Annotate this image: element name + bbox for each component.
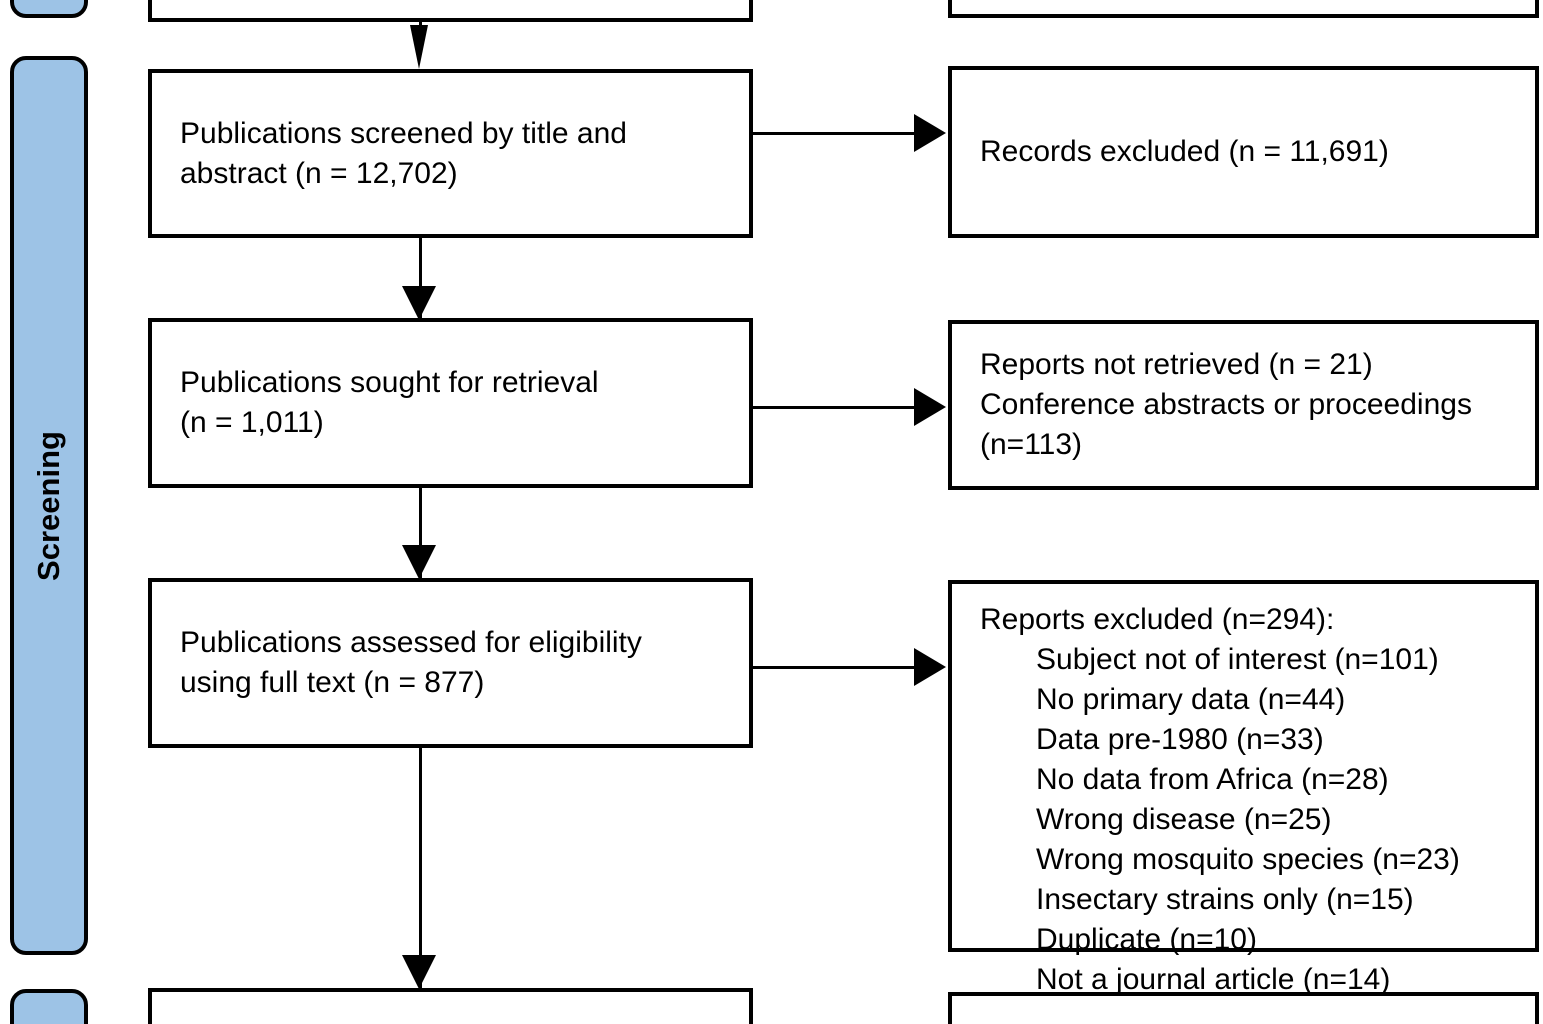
box-publications-assessed-line1: Publications assessed for eligibility (180, 626, 642, 659)
box-publications-sought: Publications sought for retrieval (n = 1… (148, 318, 753, 488)
box-records-excluded: Records excluded (n = 11,691) (948, 66, 1539, 238)
box-identification-left-partial (148, 0, 753, 22)
list-item: No data from Africa (n=28) (1036, 763, 1389, 796)
box-reports-excluded: Reports excluded (n=294): Subject not of… (948, 580, 1539, 996)
box-reports-not-retrieved: Reports not retrieved (n = 21) Conferenc… (948, 320, 1539, 490)
box-reports-not-retrieved-line3: (n=113) (980, 428, 1083, 461)
box-reports-excluded-text: Reports excluded (n=294): Subject not of… (980, 600, 1525, 1000)
box-publications-sought-text: Publications sought for retrieval (n = 1… (180, 363, 739, 443)
stage-bar-screening-label: Screening (31, 430, 66, 581)
list-item: Not a journal article (n=14) (1036, 963, 1391, 996)
connector-identification-to-screened-arrow (410, 25, 428, 69)
box-included-right-partial (948, 992, 1539, 1024)
list-item: No primary data (n=44) (1036, 683, 1346, 716)
connector-sought-to-assessed-arrow (402, 545, 436, 579)
connector-assessed-to-included-line (419, 748, 422, 988)
connector-sought-to-assessed-line (419, 488, 422, 578)
connector-screened-to-sought-line (419, 238, 422, 318)
box-publications-screened-line2: abstract (n = 12,702) (180, 156, 458, 190)
list-item: Duplicate (n=10) (1036, 923, 1257, 956)
box-publications-screened-line1: Publications screened by title and (180, 116, 627, 150)
connector-screened-to-records-excluded-line (753, 132, 918, 135)
box-reports-excluded-heading: Reports excluded (n=294): (980, 603, 1335, 636)
list-item: Subject not of interest (n=101) (1036, 643, 1439, 676)
stage-bar-identification-partial (10, 0, 88, 18)
box-publications-screened: Publications screened by title and abstr… (148, 69, 753, 238)
connector-assessed-to-included-arrow (402, 955, 436, 989)
list-item: Insectary strains only (n=15) (1036, 883, 1414, 916)
reports-excluded-reason-list: Subject not of interest (n=101) No prima… (980, 640, 1525, 1000)
list-item: Data pre-1980 (n=33) (1036, 723, 1324, 756)
stage-bar-screening: Screening (10, 56, 88, 955)
box-reports-not-retrieved-line2: Conference abstracts or proceedings (980, 388, 1472, 421)
connector-screened-to-sought-arrow (402, 286, 436, 320)
connector-assessed-to-reports-excluded-line (753, 666, 918, 669)
box-publications-assessed: Publications assessed for eligibility us… (148, 578, 753, 748)
connector-screened-to-records-excluded-arrow (914, 114, 946, 152)
box-publications-sought-line1: Publications sought for retrieval (180, 366, 599, 399)
connector-assessed-to-reports-excluded-arrow (914, 648, 946, 686)
box-records-excluded-line1: Records excluded (n = 11,691) (980, 135, 1389, 168)
box-publications-assessed-line2: using full text (n = 877) (180, 666, 485, 699)
box-records-excluded-text: Records excluded (n = 11,691) (980, 132, 1525, 172)
box-publications-assessed-text: Publications assessed for eligibility us… (180, 623, 739, 703)
box-identification-right-partial (948, 0, 1539, 18)
box-reports-not-retrieved-line1: Reports not retrieved (n = 21) (980, 348, 1373, 381)
list-item: Wrong mosquito species (n=23) (1036, 843, 1460, 876)
connector-sought-to-not-retrieved-line (753, 406, 918, 409)
stage-bar-included-partial (10, 989, 88, 1024)
box-reports-not-retrieved-text: Reports not retrieved (n = 21) Conferenc… (980, 345, 1525, 465)
list-item: Wrong disease (n=25) (1036, 803, 1332, 836)
box-publications-screened-text: Publications screened by title and abstr… (180, 114, 739, 194)
box-publications-sought-line2: (n = 1,011) (180, 406, 324, 439)
connector-sought-to-not-retrieved-arrow (914, 388, 946, 426)
box-included-left-partial (148, 988, 753, 1024)
